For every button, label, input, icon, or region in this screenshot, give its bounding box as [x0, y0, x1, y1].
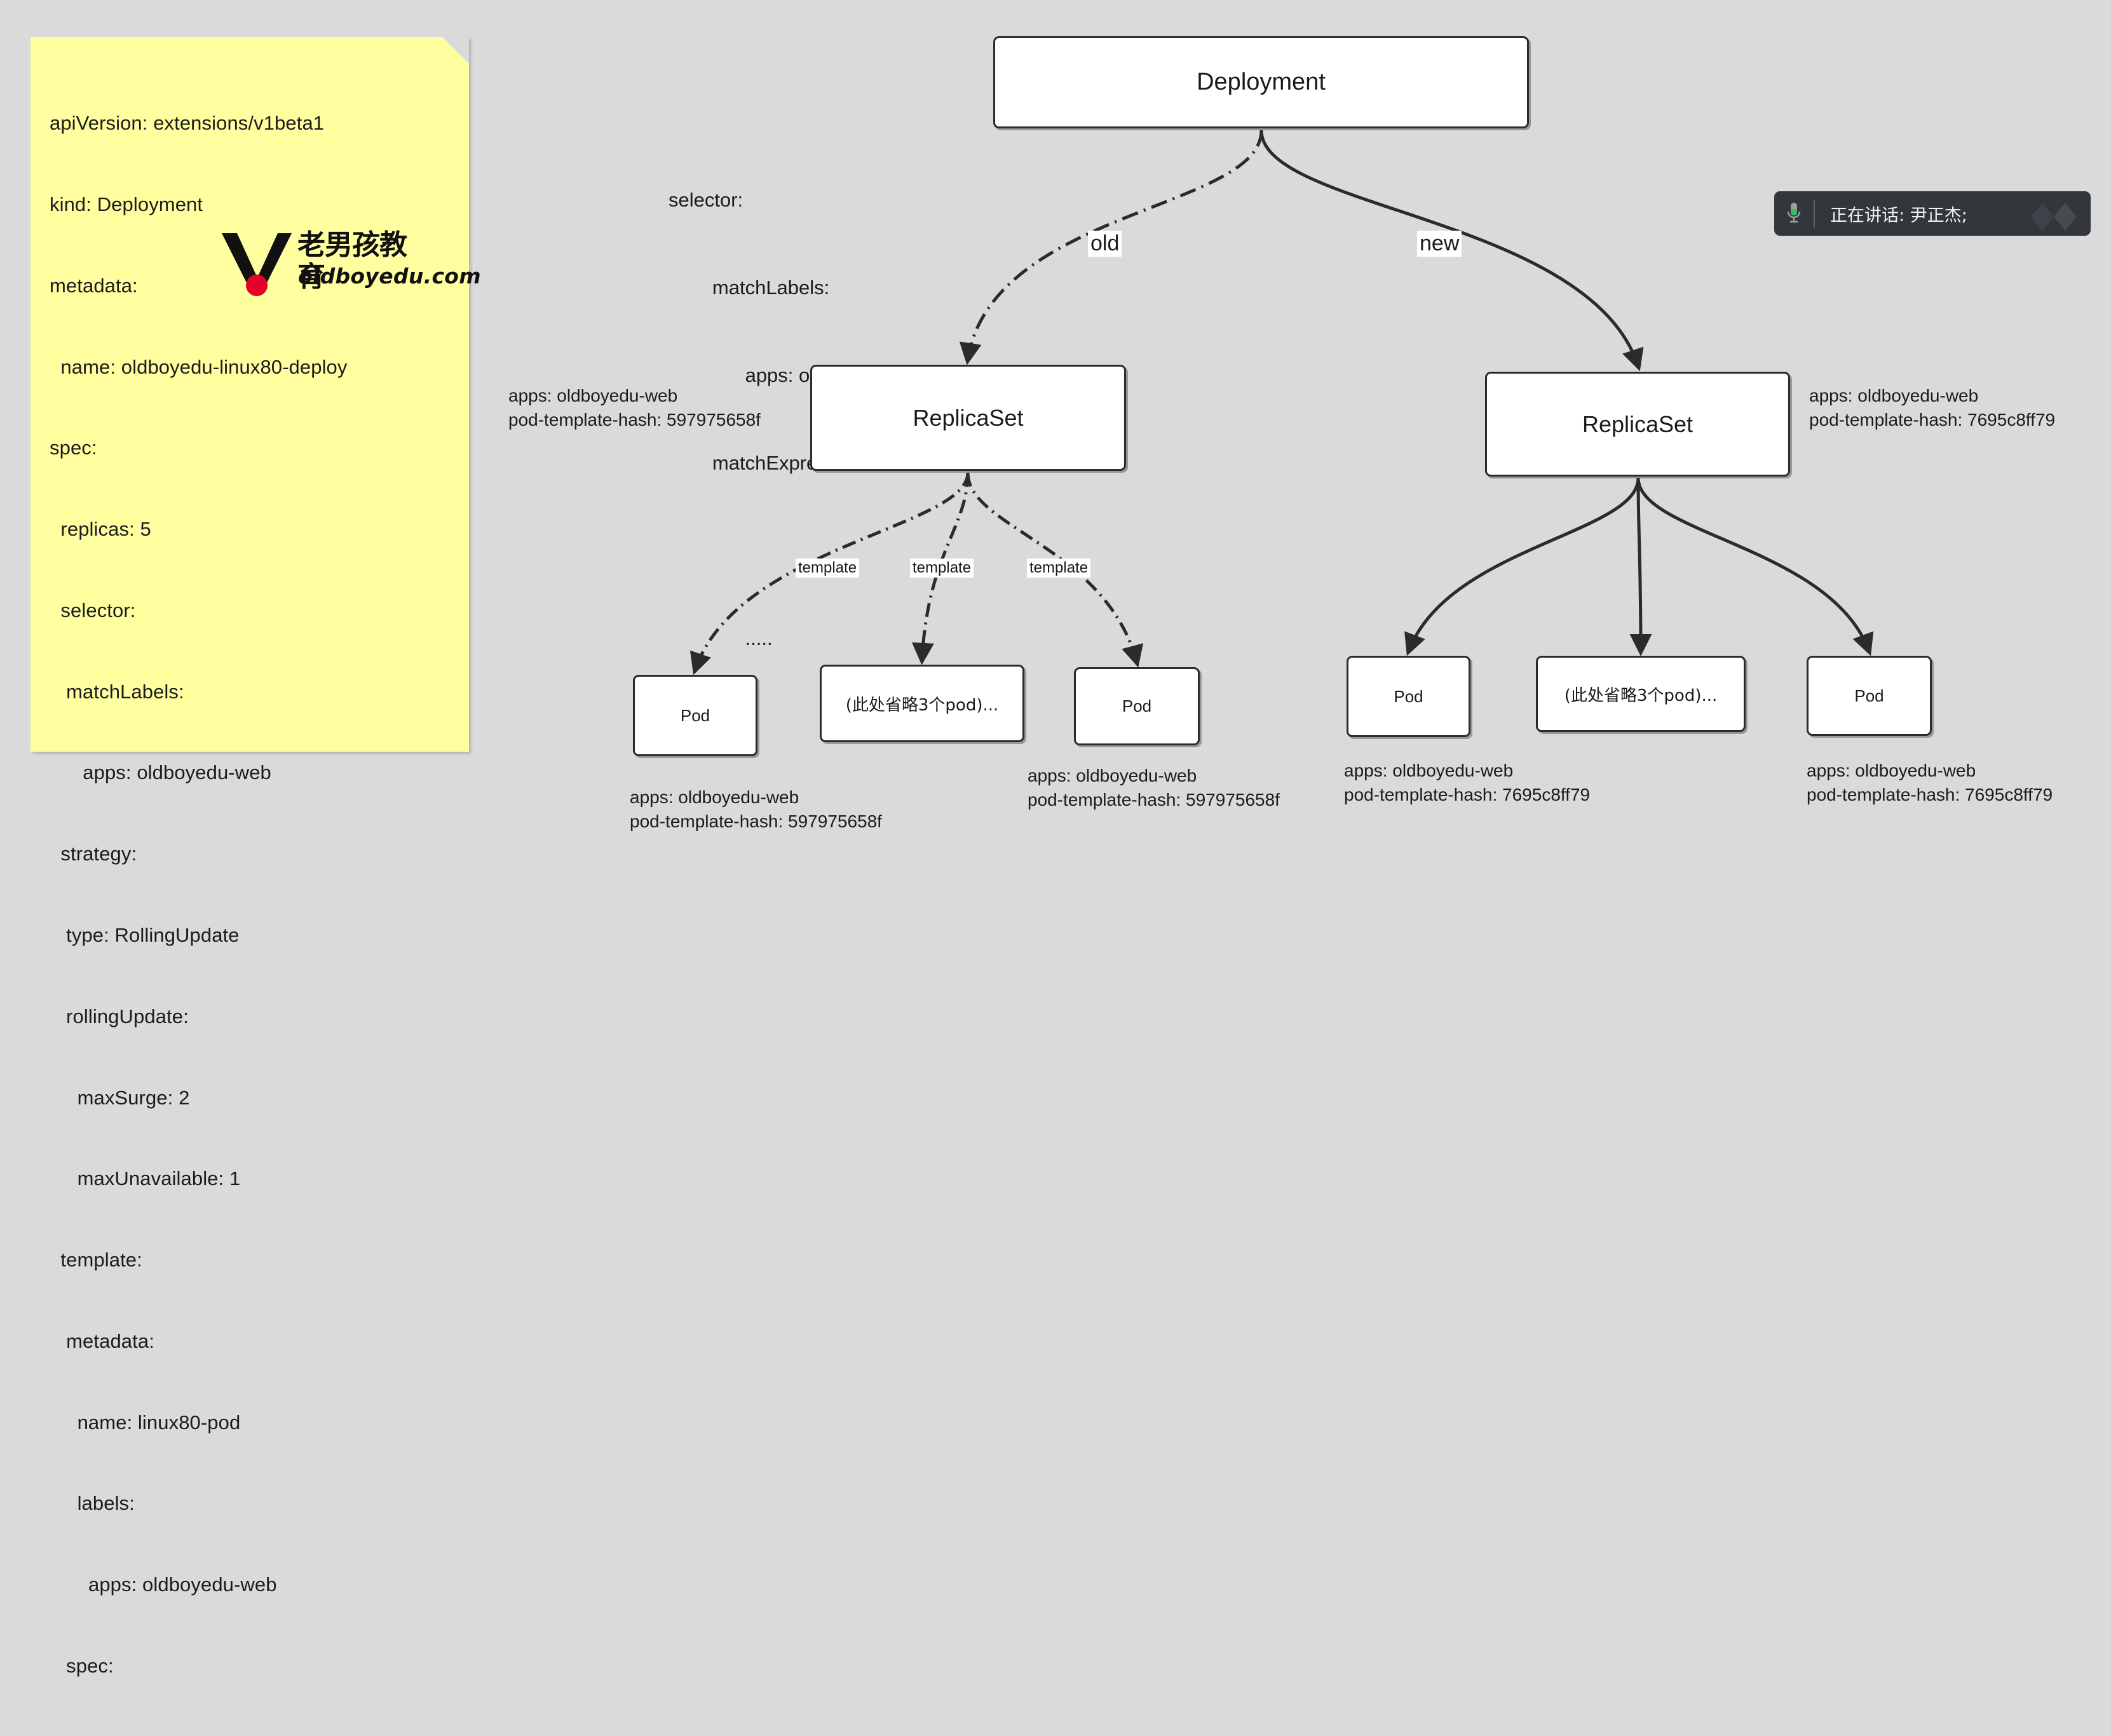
microphone-icon-glyph	[1787, 203, 1801, 223]
speaker-status-text: 正在讲话: 尹正杰;	[1830, 205, 1967, 226]
node-replicaset-old[interactable]: ReplicaSet	[810, 365, 1126, 471]
node-pod-new-1-label: Pod	[1394, 686, 1423, 706]
yaml-line: maxUnavailable: 1	[50, 1167, 241, 1190]
node-deployment[interactable]: Deployment	[993, 36, 1529, 128]
edge-new-replicaset-to-pod-2	[1629, 477, 1652, 656]
selector-annotation-line: .....	[669, 627, 773, 649]
yaml-line: labels:	[50, 1492, 135, 1515]
yaml-line: apiVersion: extensions/v1beta1	[50, 112, 325, 135]
node-pod-new-ellipsis-label: (此处省略3个pod)...	[1564, 686, 1718, 705]
yaml-line: apps: oldboyedu-web	[50, 761, 271, 784]
yaml-line: strategy:	[50, 843, 137, 865]
yaml-line: template:	[50, 1249, 142, 1271]
node-replicaset-old-label: ReplicaSet	[913, 404, 1024, 431]
selector-annotation-line: matchLabels:	[669, 276, 830, 299]
selector-annotation-line: selector:	[669, 189, 743, 211]
app-watermark-icon	[2031, 203, 2077, 231]
yaml-line: spec:	[50, 1655, 114, 1678]
annotation-pod-new-left: apps: oldboyedu-web pod-template-hash: 7…	[1344, 761, 1591, 804]
node-deployment-label: Deployment	[1197, 69, 1326, 95]
diagram-canvas: apiVersion: extensions/v1beta1 kind: Dep…	[31, 36, 2091, 1736]
edge-label-template-2: template	[910, 559, 974, 578]
yaml-line: containers:	[50, 1734, 459, 1736]
yaml-sticky-note: apiVersion: extensions/v1beta1 kind: Dep…	[31, 37, 469, 1736]
annotation-pod-old-right: apps: oldboyedu-web pod-template-hash: 5…	[1028, 766, 1280, 810]
node-pod-old-3[interactable]: Pod	[1074, 667, 1200, 745]
node-pod-old-3-label: Pod	[1122, 696, 1152, 715]
node-replicaset-new[interactable]: ReplicaSet	[1485, 372, 1790, 477]
edge-new-replicaset-to-pod-3	[1636, 477, 1874, 656]
edge-label-template-1: template	[796, 559, 860, 578]
node-pod-new-1[interactable]: Pod	[1347, 656, 1470, 737]
logo-en-text: oldboyedu.com	[298, 264, 481, 288]
annotation-replicaset-old: apps: oldboyedu-web pod-template-hash: 5…	[508, 386, 761, 430]
yaml-line: kind: Deployment	[50, 193, 203, 215]
yaml-line: name: linux80-pod	[50, 1411, 241, 1434]
yaml-line: apps: oldboyedu-web	[50, 1573, 277, 1596]
annotation-pod-new-right: apps: oldboyedu-web pod-template-hash: 7…	[1807, 761, 2053, 804]
yaml-line: metadata:	[50, 274, 138, 297]
yaml-line: replicas: 5	[50, 518, 151, 541]
microphone-icon	[1774, 201, 1814, 226]
logo-cn-text: 老男孩教育	[297, 229, 407, 293]
annotation-pod-old-left: apps: oldboyedu-web pod-template-hash: 5…	[630, 787, 882, 831]
yaml-line: spec:	[50, 437, 97, 459]
edge-label-template-3: template	[1027, 559, 1091, 578]
yaml-line: name: oldboyedu-linux80-deploy	[50, 355, 348, 378]
yaml-line: type: RollingUpdate	[50, 924, 240, 946]
yaml-line: maxSurge: 2	[50, 1086, 190, 1109]
logo-v-mark-icon	[222, 233, 292, 296]
oldboyedu-logo: 老男孩教育 oldboyedu.com	[212, 226, 481, 308]
edge-new-replicaset-to-pod-1	[1404, 477, 1640, 656]
node-pod-old-1-label: Pod	[680, 705, 710, 725]
yaml-line: selector:	[50, 599, 136, 621]
node-pod-new-3[interactable]: Pod	[1807, 656, 1932, 736]
node-pod-old-ellipsis-label: (此处省略3个pod)...	[845, 695, 999, 715]
node-pod-old-1[interactable]: Pod	[633, 675, 757, 756]
annotation-replicaset-new: apps: oldboyedu-web pod-template-hash: 7…	[1809, 386, 2056, 430]
yaml-line: metadata:	[50, 1329, 154, 1352]
node-pod-old-ellipsis[interactable]: (此处省略3个pod)...	[820, 665, 1024, 742]
node-pod-new-3-label: Pod	[1854, 686, 1884, 705]
node-pod-new-ellipsis[interactable]: (此处省略3个pod)...	[1536, 656, 1746, 732]
edge-label-old: old	[1088, 231, 1122, 257]
badge-divider	[1814, 200, 1815, 227]
node-replicaset-new-label: ReplicaSet	[1582, 410, 1694, 437]
yaml-line: matchLabels:	[50, 680, 184, 703]
yaml-line: rollingUpdate:	[50, 1005, 189, 1027]
edge-label-new: new	[1417, 231, 1462, 257]
speaker-badge[interactable]: 正在讲话: 尹正杰;	[1774, 191, 2091, 236]
